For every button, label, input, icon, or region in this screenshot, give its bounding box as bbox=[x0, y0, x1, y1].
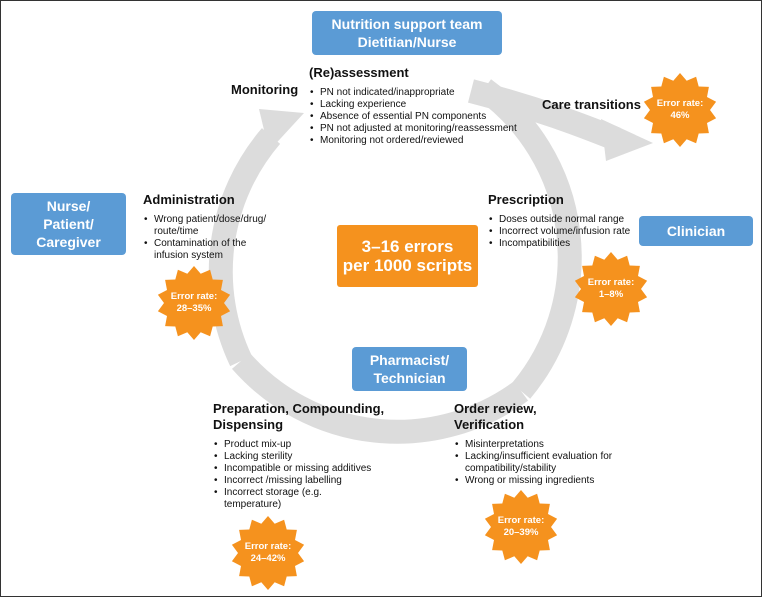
order-review-stage: Order review, Verification Misinterpreta… bbox=[454, 401, 629, 487]
preparation-title-line-1: Preparation, Compounding, bbox=[213, 401, 385, 416]
error-rate-label: Error rate: bbox=[244, 541, 292, 552]
burst-shape bbox=[643, 73, 717, 147]
error-rate-value: 20–39% bbox=[503, 527, 539, 538]
error-rate-burst-prescription: Error rate: 1–8% bbox=[573, 251, 649, 327]
list-item: Monitoring not ordered/reviewed bbox=[309, 135, 539, 147]
preparation-title: Preparation, Compounding, Dispensing bbox=[213, 401, 413, 433]
burst-shape bbox=[231, 516, 305, 590]
list-item: Lacking sterility bbox=[213, 451, 413, 463]
prescription-stage: Prescription Doses outside normal range … bbox=[488, 192, 633, 250]
error-rate-value: 28–35% bbox=[176, 303, 212, 314]
list-item: Doses outside normal range bbox=[488, 214, 633, 226]
reassessment-title: (Re)assessment bbox=[309, 65, 409, 80]
list-item: Lacking experience bbox=[309, 99, 539, 111]
care-transitions-label: Care transitions bbox=[542, 97, 641, 112]
list-item: Absence of essential PN components bbox=[309, 111, 539, 123]
list-item: Wrong patient/dose/drug/ route/time bbox=[143, 214, 275, 238]
preparation-stage: Preparation, Compounding, Dispensing Pro… bbox=[213, 401, 413, 511]
nurse-patient-caregiver-box: Nurse/ Patient/ Caregiver bbox=[11, 193, 126, 255]
administration-stage: Administration Wrong patient/dose/drug/ … bbox=[143, 192, 275, 262]
nurse-line: Nurse/ bbox=[46, 198, 91, 214]
error-rate-burst-order-review: Error rate: 20–39% bbox=[483, 489, 559, 565]
nutrition-team-line-1: Nutrition support team bbox=[331, 16, 483, 32]
error-rate-value: 24–42% bbox=[250, 553, 286, 564]
list-item: Lacking/insufficient evaluation for comp… bbox=[454, 451, 625, 475]
list-item: Wrong or missing ingredients bbox=[454, 475, 629, 487]
administration-title: Administration bbox=[143, 192, 235, 207]
order-review-title-line-2: Verification bbox=[454, 417, 525, 432]
care-transitions-arrowhead bbox=[601, 119, 653, 161]
error-rate-value: 46% bbox=[670, 110, 690, 121]
pharmacist-line: Pharmacist/ bbox=[369, 352, 450, 368]
center-error-summary: 3–16 errors per 1000 scripts bbox=[337, 225, 478, 287]
list-item: Incorrect /missing labelling bbox=[213, 475, 413, 487]
technician-line: Technician bbox=[373, 370, 446, 386]
error-rate-label: Error rate: bbox=[656, 98, 704, 109]
preparation-list: Product mix-up Lacking sterility Incompa… bbox=[213, 439, 413, 511]
list-item: Incorrect volume/infusion rate bbox=[488, 226, 633, 238]
center-line-1: 3–16 errors bbox=[361, 237, 454, 256]
error-rate-label: Error rate: bbox=[497, 515, 545, 526]
reassessment-list: PN not indicated/inappropriate Lacking e… bbox=[309, 87, 539, 147]
error-rate-burst-administration: Error rate: 28–35% bbox=[156, 265, 232, 341]
pharmacist-technician-box: Pharmacist/ Technician bbox=[352, 347, 467, 391]
error-rate-burst-care-transitions: Error rate: 46% bbox=[642, 72, 718, 148]
error-rate-value: 1–8% bbox=[598, 289, 624, 300]
prescription-list: Doses outside normal range Incorrect vol… bbox=[488, 214, 633, 250]
list-item: PN not indicated/inappropriate bbox=[309, 87, 539, 99]
preparation-title-line-2: Dispensing bbox=[213, 417, 284, 432]
administration-list: Wrong patient/dose/drug/ route/time Cont… bbox=[143, 214, 275, 262]
list-item: Misinterpretations bbox=[454, 439, 629, 451]
order-review-title: Order review, Verification bbox=[454, 401, 629, 433]
burst-shape bbox=[574, 252, 648, 326]
cycle-arc-bottom bbox=[231, 353, 529, 444]
burst-shape bbox=[157, 266, 231, 340]
nutrition-team-line-2: Dietitian/Nurse bbox=[357, 34, 457, 50]
clinician-box: Clinician bbox=[639, 216, 753, 246]
list-item: Incompatibilities bbox=[488, 238, 633, 250]
center-line-2: per 1000 scripts bbox=[342, 256, 473, 275]
list-item: PN not adjusted at monitoring/reassessme… bbox=[309, 123, 539, 135]
error-rate-label: Error rate: bbox=[170, 291, 218, 302]
burst-shape bbox=[484, 490, 558, 564]
caregiver-line: Caregiver bbox=[36, 234, 101, 250]
prescription-title: Prescription bbox=[488, 192, 564, 207]
order-review-title-line-1: Order review, bbox=[454, 401, 537, 416]
list-item: Incorrect storage (e.g. temperature) bbox=[213, 487, 336, 511]
list-item: Product mix-up bbox=[213, 439, 413, 451]
clinician-label: Clinician bbox=[666, 223, 726, 239]
list-item: Contamination of the infusion system bbox=[143, 238, 275, 262]
reassessment-stage: (Re)assessment PN not indicated/inapprop… bbox=[309, 65, 539, 147]
order-review-list: Misinterpretations Lacking/insufficient … bbox=[454, 439, 629, 487]
cycle-arrowhead-top bbox=[259, 109, 304, 151]
error-rate-burst-preparation: Error rate: 24–42% bbox=[230, 515, 306, 591]
patient-line: Patient/ bbox=[43, 216, 94, 232]
list-item: Incompatible or missing additives bbox=[213, 463, 413, 475]
monitoring-label: Monitoring bbox=[231, 82, 299, 97]
error-rate-label: Error rate: bbox=[587, 277, 635, 288]
nutrition-support-team-box: Nutrition support team Dietitian/Nurse bbox=[312, 11, 502, 55]
